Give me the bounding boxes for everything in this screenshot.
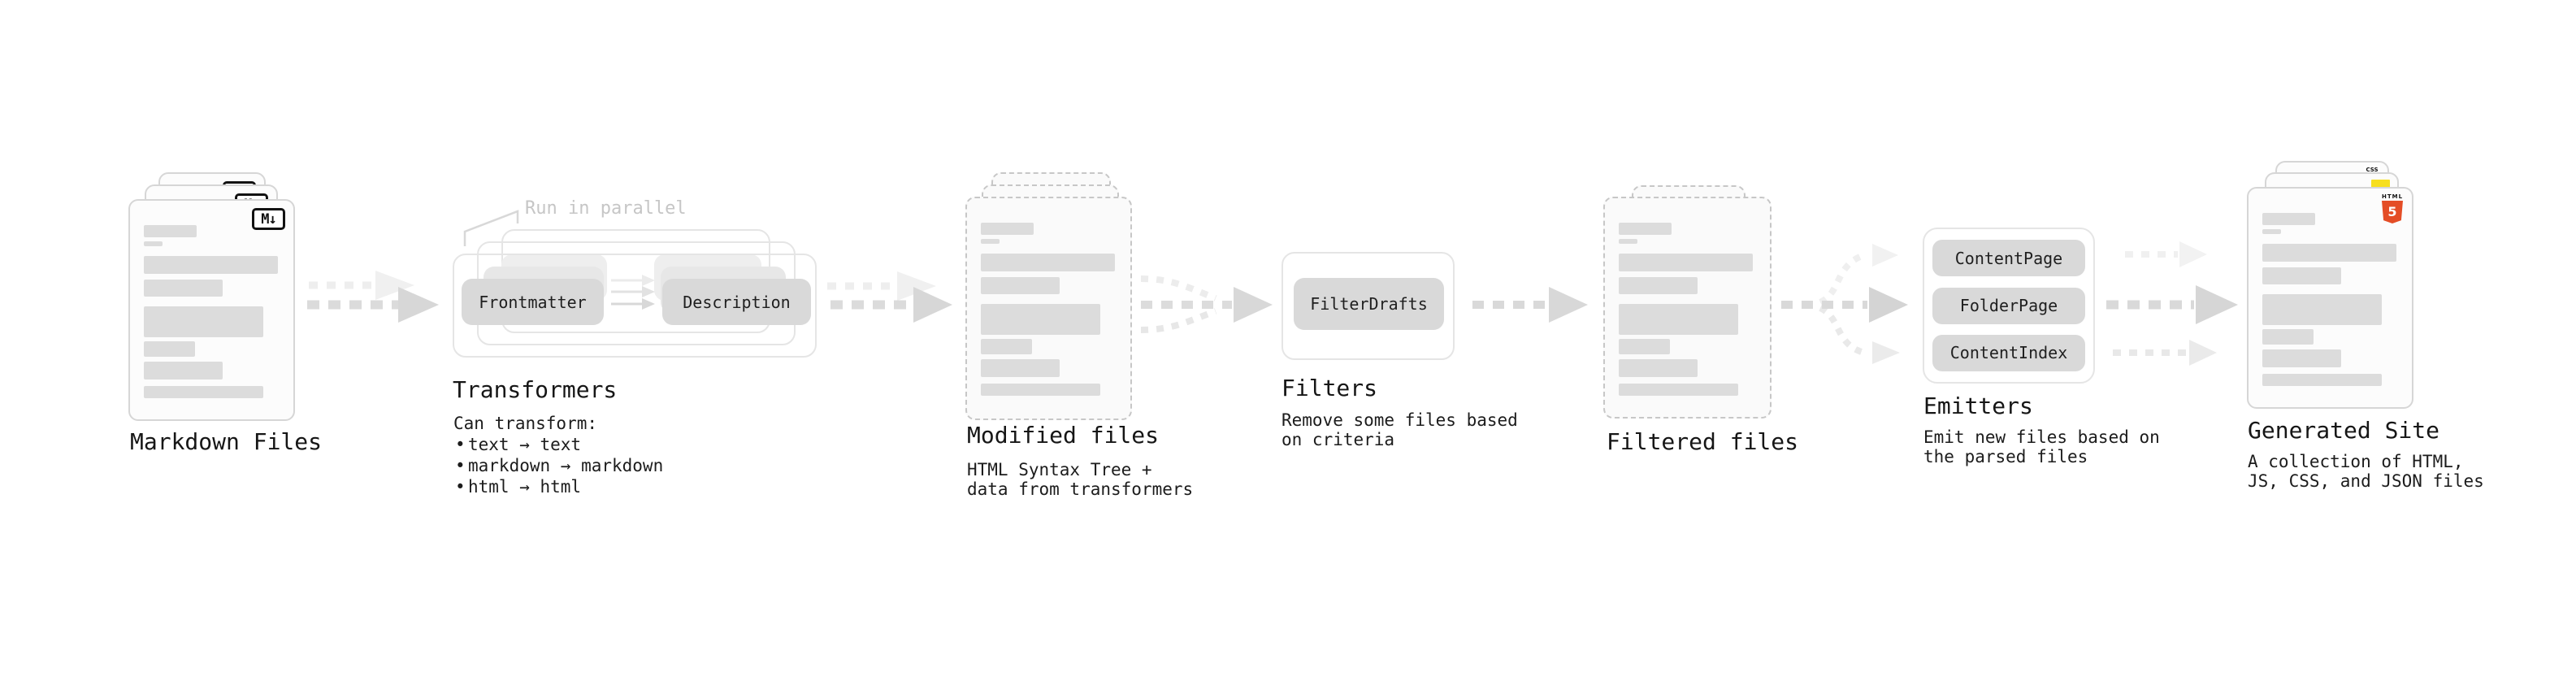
flow-arrow-emitters-to-generated xyxy=(2106,241,2238,366)
placeholder-bar xyxy=(2262,267,2341,284)
run-in-parallel-note: Run in parallel xyxy=(525,198,687,219)
placeholder-bar xyxy=(2262,294,2382,325)
emitters-box: ContentPage FolderPage ContentIndex xyxy=(1923,228,2095,384)
bullet-item: •markdown → markdown xyxy=(453,455,663,476)
section-label-transformers: Transformers xyxy=(453,376,618,403)
section-label-filtered-files: Filtered files xyxy=(1607,428,1799,455)
placeholder-bar xyxy=(144,386,263,398)
placeholder-bar xyxy=(1619,359,1698,377)
desc-line: data from transformers xyxy=(967,479,1194,499)
transformers-desc: Can transform: •text → text •markdown → … xyxy=(453,413,663,497)
placeholder-bar xyxy=(981,304,1100,335)
section-label-emitters: Emitters xyxy=(1923,393,2033,419)
section-label-filters: Filters xyxy=(1281,375,1378,401)
section-label-markdown-files: Markdown Files xyxy=(130,428,323,455)
bullet-marker: • xyxy=(455,477,466,497)
emitter-pill-contentindex: ContentIndex xyxy=(1932,334,2085,371)
placeholder-bar xyxy=(981,254,1115,271)
doc-card xyxy=(965,197,1132,420)
placeholder-bar xyxy=(2262,329,2314,345)
desc-line: on criteria xyxy=(1281,430,1395,449)
desc-line: Emit new files based on xyxy=(1923,427,2160,447)
emitter-pill-contentpage: ContentPage xyxy=(1932,240,2085,277)
placeholder-bar xyxy=(144,241,163,246)
placeholder-bar xyxy=(981,339,1032,354)
placeholder-bar xyxy=(981,239,1000,244)
flow-arrow-filtered-to-emitters xyxy=(1781,244,1908,364)
bullet-marker: • xyxy=(455,435,466,454)
section-label-modified-files: Modified files xyxy=(967,422,1160,449)
placeholder-bar xyxy=(981,359,1060,377)
placeholder-bar xyxy=(144,280,223,297)
bullet-text: html → html xyxy=(468,477,582,497)
transformer-layer-box-front xyxy=(453,254,817,358)
html5-badge-word: HTML xyxy=(2381,193,2404,200)
desc-line: Remove some files based xyxy=(1281,410,1518,430)
placeholder-bar xyxy=(2262,374,2382,386)
placeholder-bar xyxy=(2262,244,2396,262)
description-pill: Description xyxy=(662,279,811,325)
html5-badge-number: 5 xyxy=(2387,204,2397,219)
doc-card: M↓ xyxy=(128,199,295,421)
desc-line: A collection of HTML, xyxy=(2248,452,2464,471)
bullet-marker: • xyxy=(455,456,466,475)
bullet-item: •html → html xyxy=(453,476,663,497)
html5-shield: 5 xyxy=(2382,201,2403,223)
emitter-pill-folderpage: FolderPage xyxy=(1932,287,2085,324)
flow-arrow-markdown-to-transformers xyxy=(307,271,439,323)
modified-files-desc: HTML Syntax Tree + data from transformer… xyxy=(967,460,1193,499)
placeholder-bar xyxy=(144,362,223,380)
flow-arrow-transformers-to-modified xyxy=(827,271,952,323)
doc-card: HTML 5 xyxy=(2247,187,2413,409)
doc-card xyxy=(1603,197,1772,419)
desc-line: JS, CSS, and JSON files xyxy=(2248,471,2484,491)
placeholder-bar xyxy=(2262,229,2281,234)
frontmatter-pill: Frontmatter xyxy=(462,279,604,325)
generated-site-desc: A collection of HTML, JS, CSS, and JSON … xyxy=(2248,452,2484,491)
placeholder-bar xyxy=(981,223,1034,235)
markdown-icon: M↓ xyxy=(252,208,285,230)
placeholder-bar xyxy=(981,277,1060,294)
placeholder-bar xyxy=(2262,213,2315,225)
placeholder-bar xyxy=(981,384,1100,396)
placeholder-bar xyxy=(1619,304,1738,335)
placeholder-bar xyxy=(144,256,278,274)
placeholder-bar xyxy=(1619,254,1753,271)
placeholder-bar xyxy=(1619,239,1637,244)
placeholder-bar xyxy=(1619,223,1672,235)
bullet-item: •text → text xyxy=(453,434,663,455)
placeholder-bar xyxy=(144,341,195,357)
desc-line: HTML Syntax Tree + xyxy=(967,460,1152,479)
placeholder-bar xyxy=(1619,384,1738,396)
desc-line: the parsed files xyxy=(1923,447,2088,466)
placeholder-bar xyxy=(1619,339,1670,354)
section-label-generated-site: Generated Site xyxy=(2248,417,2440,444)
flow-arrow-filters-to-filtered xyxy=(1472,287,1588,323)
flow-arrow-modified-to-filters xyxy=(1140,275,1273,333)
placeholder-bar xyxy=(144,306,263,337)
placeholder-bar xyxy=(144,225,197,237)
emitters-desc: Emit new files based on the parsed files xyxy=(1923,427,2160,466)
desc-heading: Can transform: xyxy=(453,414,598,433)
filterdrafts-pill: FilterDrafts xyxy=(1294,278,1444,330)
placeholder-bar xyxy=(2262,349,2341,367)
html5-icon: HTML 5 xyxy=(2382,193,2403,223)
bullet-text: text → text xyxy=(468,435,582,454)
placeholder-bar xyxy=(1619,277,1698,294)
bullet-text: markdown → markdown xyxy=(468,456,664,475)
filters-desc: Remove some files based on criteria xyxy=(1281,410,1518,449)
